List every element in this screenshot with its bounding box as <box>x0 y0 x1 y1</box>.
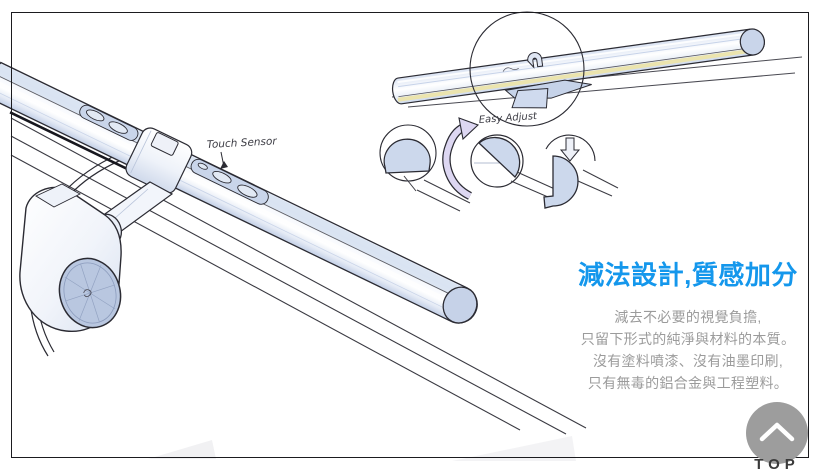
section-title: 減法設計,質感加分 <box>578 260 798 290</box>
main-lightbar-sketch: Touch Sensor <box>0 61 587 461</box>
monitor-edge-lines <box>10 117 587 435</box>
annotation-arrowhead <box>220 161 228 169</box>
clip-detail-sketch <box>391 11 803 127</box>
back-to-top-label: TOP <box>754 456 800 473</box>
touch-sensor-label: Touch Sensor <box>207 135 278 151</box>
touch-panel-rear <box>190 158 269 205</box>
detail-tube <box>391 28 765 109</box>
back-to-top-button[interactable] <box>746 402 808 464</box>
diagram-rest-position <box>379 124 471 212</box>
shading-wedges <box>148 436 576 461</box>
clip-wing <box>504 79 592 109</box>
scribble-note <box>502 67 519 72</box>
headline-block: 減法設計,質感加分 減去不必要的視覺負擔, 只留下形式的純淨與材料的本質。 沒有… <box>560 260 816 394</box>
body-line-3: 沒有塗料噴漆、沒有油墨印刷, <box>592 353 784 369</box>
touch-panel-front <box>79 104 139 141</box>
touch-sensor-annotation: Touch Sensor <box>207 135 278 169</box>
lightbar-tube <box>0 61 478 324</box>
down-arrow-icon <box>559 137 581 162</box>
lamp-disc <box>58 257 122 329</box>
light-strip <box>397 48 751 102</box>
diagram-tilt-position <box>543 134 619 209</box>
diagram-rotate-adjust: Easy Adjust <box>442 111 558 200</box>
rotate-arrow <box>443 123 472 199</box>
body-line-2: 只留下形式的純淨與材料的本質。 <box>580 331 796 347</box>
body-line-1: 減去不必要的視覺負擔, <box>614 309 762 325</box>
easy-adjust-label: Easy Adjust <box>478 111 538 126</box>
clamp-collar <box>125 127 193 194</box>
chevron-up-icon <box>759 422 795 442</box>
clip-hook <box>527 52 544 69</box>
rotation-diagrams: Easy Adjust <box>379 111 619 212</box>
body-line-4: 只有無毒的鋁合金與工程塑料。 <box>587 375 789 391</box>
